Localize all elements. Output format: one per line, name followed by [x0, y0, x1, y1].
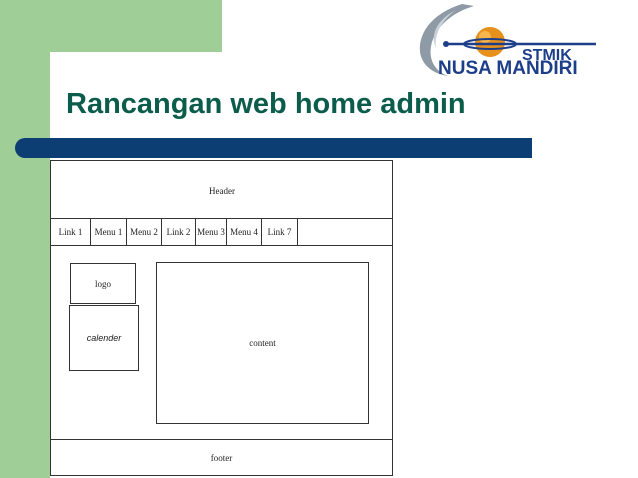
- logo-line2: NUSA MANDIRI: [438, 58, 578, 79]
- nav-item: Menu 2: [127, 219, 162, 245]
- green-side-panel: [0, 0, 50, 478]
- nav-item: Menu 4: [227, 219, 262, 245]
- wireframe-nav-bar: Link 1 Menu 1 Menu 2 Link 2 Menu 3 Menu …: [51, 219, 392, 246]
- wireframe-header: Header: [51, 161, 392, 219]
- green-top-panel: [0, 0, 222, 52]
- nav-item: Link 2: [162, 219, 196, 245]
- nav-item: Menu 1: [91, 219, 127, 245]
- wireframe-calendar-box: calender: [69, 305, 139, 371]
- wireframe-logo-box: logo: [70, 263, 136, 304]
- title-underline-bar: [15, 138, 532, 158]
- nav-item: Menu 3: [196, 219, 227, 245]
- wireframe-layout: Header Link 1 Menu 1 Menu 2 Link 2 Menu …: [50, 160, 393, 476]
- stmik-logo: STMIK NUSA MANDIRI: [396, 0, 638, 90]
- nav-item: Link 1: [51, 219, 91, 245]
- logo-line1: STMIK: [522, 47, 572, 64]
- nav-item: Link 7: [262, 219, 298, 245]
- wireframe-footer: footer: [51, 439, 392, 475]
- slide-title: Rancangan web home admin: [66, 88, 466, 120]
- wireframe-header-label: Header: [209, 186, 235, 196]
- wireframe-content-box: content: [156, 262, 369, 424]
